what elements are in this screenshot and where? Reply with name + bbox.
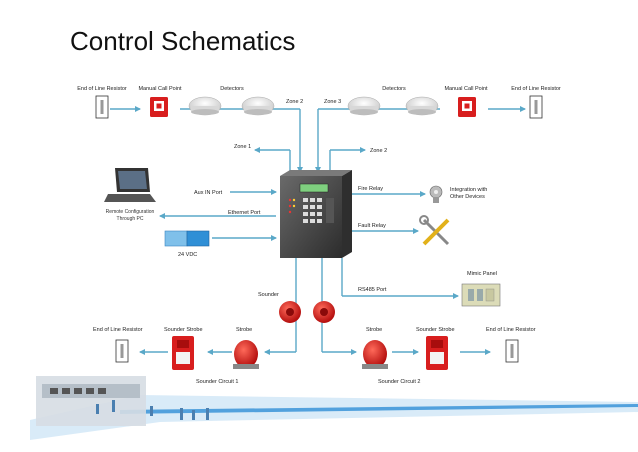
sounders	[279, 301, 335, 323]
strobe-left	[233, 340, 259, 369]
label-detectors-right: Detectors	[382, 86, 406, 92]
eol-resistor-bottom-right	[505, 339, 519, 363]
label-zone1: Zone 1	[234, 144, 251, 150]
label-manual-call-point-tr: Manual Call Point	[444, 86, 488, 92]
label-24vdc: 24 VDC	[178, 252, 197, 258]
label-fault-relay: Fault Relay	[358, 223, 386, 229]
tools-icon	[419, 215, 450, 246]
strobe-right	[362, 340, 388, 369]
footer-decoration	[30, 376, 638, 440]
smoke-detectors-left	[188, 96, 275, 116]
label-eol-resistor-br: End of Line Resistor	[486, 327, 536, 333]
label-strobe-l: Strobe	[236, 327, 252, 333]
label-zone2-top: Zone 2	[286, 99, 303, 105]
label-eol-resistor-bl: End of Line Resistor	[93, 327, 143, 333]
label-zone3-top: Zone 3	[324, 99, 341, 105]
label-sounder-circuit-2: Sounder Circuit 2	[378, 379, 421, 385]
label-zone2-mid: Zone 2	[370, 148, 387, 154]
smoke-detectors-right	[347, 96, 439, 116]
label-detectors-left: Detectors	[220, 86, 244, 92]
manual-call-point-left	[150, 97, 168, 117]
label-sounder: Sounder	[258, 292, 279, 298]
label-sounder-strobe-r: Sounder Strobe	[416, 327, 455, 333]
label-integration-1: Integration with	[450, 187, 487, 193]
eol-resistor-top-left	[95, 95, 109, 119]
manual-call-point-right	[458, 97, 476, 117]
eol-resistor-bottom-left	[115, 339, 129, 363]
eol-resistor-top-right	[529, 95, 543, 119]
integration-device-icon	[429, 185, 443, 203]
label-manual-call-point-tl: Manual Call Point	[138, 86, 182, 92]
label-eol-resistor-tl: End of Line Resistor	[77, 86, 127, 92]
fire-control-panel	[280, 170, 352, 258]
laptop	[104, 168, 156, 202]
mimic-panel	[461, 283, 501, 307]
sounder-strobe-left	[172, 336, 194, 370]
sounder-strobe-right	[426, 336, 448, 370]
label-sounder-strobe-l: Sounder Strobe	[164, 327, 203, 333]
label-remote-config-1: Remote Configuration	[106, 209, 155, 215]
label-aux-in-port: Aux IN Port	[194, 190, 223, 196]
label-strobe-r: Strobe	[366, 327, 382, 333]
label-mimic-panel: Mimic Panel	[467, 271, 497, 277]
label-integration-2: Other Devices	[450, 194, 485, 200]
battery-24vdc	[164, 230, 210, 247]
label-ethernet-port: Ethernet Port	[228, 210, 261, 216]
label-eol-resistor-tr: End of Line Resistor	[511, 86, 561, 92]
slide-title: Control Schematics	[70, 26, 296, 56]
label-fire-relay: Fire Relay	[358, 186, 383, 192]
label-remote-config-2: Through PC	[117, 216, 144, 222]
label-sounder-circuit-1: Sounder Circuit 1	[196, 379, 239, 385]
label-rs485-port: RS485 Port	[358, 287, 387, 293]
